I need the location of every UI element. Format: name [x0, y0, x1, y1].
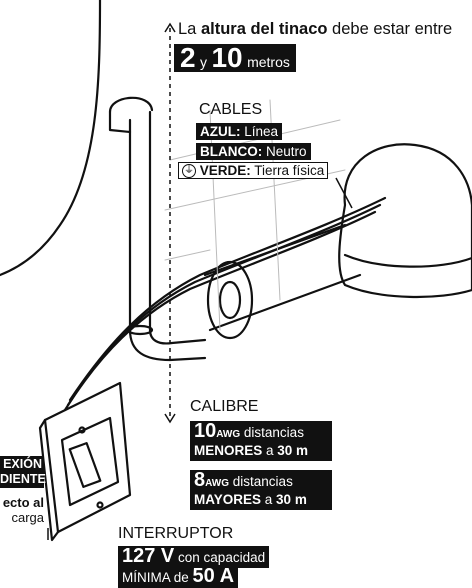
interruptor-line1: 127 V con capacidad — [118, 545, 270, 568]
calibre-8-bold: MAYORES — [194, 492, 262, 507]
cable-green-label: VERDE: — [199, 163, 251, 178]
calibre-8-num: 8 — [194, 469, 206, 491]
calibre-row-8: 8AWG distancias MAYORES a 30 m — [190, 470, 332, 510]
calibre-10-num: 10 — [194, 420, 217, 442]
heater-body — [338, 143, 472, 299]
cable-white-label: BLANCO: — [200, 144, 263, 159]
height-and: y — [200, 54, 208, 70]
vertical-pipe — [128, 110, 152, 332]
calibre-8-dist: 30 m — [276, 492, 307, 507]
ground-symbol-icon: ⏚ — [182, 164, 196, 179]
conexion-line2: DIENTE — [0, 472, 46, 486]
height-arrow-top-icon — [164, 22, 176, 33]
calibre-8-awg: AWG — [205, 478, 230, 489]
conexion-note: ecto al carga — [0, 495, 44, 525]
height-unit: metros — [247, 54, 290, 70]
calibre-10-mid: a — [262, 443, 278, 458]
interruptor-amps: 50 A — [192, 565, 235, 587]
calibre-10-awg: AWG — [216, 429, 241, 440]
height-note-prefix: La — [178, 20, 201, 38]
wall-grid — [164, 99, 346, 331]
calibre-10-dist: 30 m — [277, 443, 309, 458]
cables-item-blue: AZUL: Línea — [196, 123, 283, 140]
conexion-line4: carga — [11, 510, 44, 525]
calibre-row-10: 10AWG distancias MENORES a 30 m — [190, 421, 332, 461]
cable-white-value: Neutro — [266, 144, 307, 159]
cable-green-value: Tierra física — [254, 163, 325, 178]
cable-blue-value: Línea — [244, 124, 279, 139]
calibre-title: CALIBRE — [190, 398, 259, 415]
interruptor-line2: MÍNIMA de 50 A — [118, 565, 239, 588]
cables-item-white: BLANCO: Neutro — [196, 143, 311, 160]
conexion-line3: ecto al — [2, 495, 44, 510]
height-range-badge: 2 y 10 metros — [174, 44, 296, 72]
calibre-10-text: distancias — [243, 425, 304, 440]
height-note-suffix: debe estar entre — [327, 20, 453, 38]
switch-box — [43, 381, 132, 534]
interruptor-min: MÍNIMA de — [122, 570, 189, 585]
interruptor-volt: 127 V — [122, 545, 175, 567]
height-note: La altura del tinaco debe estar entre — [178, 20, 452, 39]
tank-outline — [0, 0, 102, 277]
interruptor-capacity: con capacidad — [178, 550, 266, 565]
cables-item-green: ⏚ VERDE: Tierra física — [178, 162, 329, 180]
conexion-line1: EXIÓN — [3, 457, 42, 471]
calibre-8-mid: a — [261, 492, 277, 507]
horizontal-pipe — [203, 223, 362, 332]
conexion-badge: EXIÓN DIENTE — [0, 456, 46, 488]
calibre-10-bold: MENORES — [194, 443, 263, 458]
calibre-8-text: distancias — [232, 474, 293, 489]
height-note-bold: altura del tinaco — [200, 20, 328, 38]
interruptor-title: INTERRUPTOR — [118, 525, 234, 542]
cables-title: CABLES — [199, 101, 263, 118]
height-arrow-bottom-icon — [164, 413, 176, 424]
height-max: 10 — [211, 42, 243, 73]
height-min: 2 — [180, 42, 196, 73]
cable-blue-label: AZUL: — [200, 124, 241, 139]
